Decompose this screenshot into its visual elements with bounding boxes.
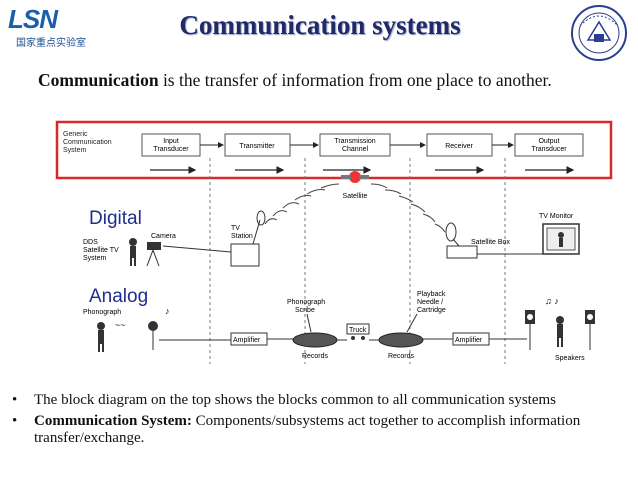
bullet-item-2: • Communication System: Components/subsy… bbox=[10, 413, 630, 447]
block-channel-l1: Transmission bbox=[334, 138, 375, 145]
downlink-waves bbox=[370, 183, 446, 233]
sound-wave-icon: ~~ bbox=[115, 320, 126, 330]
block-output-l2: Transducer bbox=[531, 146, 567, 153]
block-output-l1: Output bbox=[538, 138, 559, 145]
bullet-dot: • bbox=[12, 413, 18, 429]
bullet-2-bold: Communication System: bbox=[34, 413, 192, 429]
bullet-dot: • bbox=[12, 392, 18, 408]
tv-station-label-1: TV bbox=[231, 225, 240, 232]
uplink-waves bbox=[264, 183, 340, 225]
logo-subtitle: 国家重点实验室 bbox=[16, 38, 86, 49]
listener-icon bbox=[556, 316, 564, 347]
bullet-1-text: The block diagram on the top shows the b… bbox=[34, 392, 556, 408]
block-output-transducer bbox=[514, 133, 584, 157]
lab-logo: LSN 国家重点实验室 bbox=[6, 4, 136, 50]
scribe-label-2: Scribe bbox=[295, 307, 315, 314]
intro-text: is the transfer of information from one … bbox=[158, 70, 552, 90]
analog-chain bbox=[159, 323, 527, 348]
block-receiver-l1: Receiver bbox=[445, 143, 473, 150]
intro-paragraph: Communication is the transfer of informa… bbox=[38, 68, 618, 92]
records-label-2: Records bbox=[388, 353, 415, 360]
music-notes-icon: ♫ ♪ bbox=[545, 296, 559, 306]
amplifier-label-1: Amplifier bbox=[233, 337, 261, 344]
tv-monitor-label: TV Monitor bbox=[539, 213, 574, 220]
block-input-l1: Input bbox=[163, 138, 179, 145]
amplifier-label-2: Amplifier bbox=[455, 337, 483, 344]
phonograph-label: Phonograph bbox=[83, 309, 121, 316]
communication-system-diagram: Generic Communication System Input Trans… bbox=[55, 120, 613, 364]
block-diagram-label-2: Communication bbox=[63, 139, 112, 146]
satellite-icon bbox=[341, 171, 369, 183]
records-label-1: Records bbox=[302, 353, 329, 360]
block-diagram-frame bbox=[55, 120, 613, 180]
block-diagram-label-3: System bbox=[63, 147, 87, 154]
block-input-l2: Transducer bbox=[153, 146, 189, 153]
satellite-box-label: Satellite Box bbox=[471, 239, 510, 246]
bullet-item-1: • The block diagram on the top shows the… bbox=[10, 392, 630, 409]
speaking-person-icon bbox=[97, 322, 105, 352]
block-transmitter-l1: Transmitter bbox=[239, 143, 275, 150]
dds-label-2: Satellite TV bbox=[83, 247, 119, 254]
satellite-label: Satellite bbox=[343, 193, 368, 200]
intro-term: Communication bbox=[38, 70, 159, 90]
university-seal-icon bbox=[571, 5, 627, 61]
digital-label: Digital bbox=[89, 208, 142, 229]
tv-monitor-icon bbox=[542, 223, 580, 255]
speakers-label: Speakers bbox=[555, 355, 585, 362]
playback-label-2: Needle / bbox=[417, 299, 443, 306]
block-diagram-label-1: Generic bbox=[63, 131, 88, 138]
satellite-box-icon bbox=[445, 222, 478, 259]
playback-label-3: Cartridge bbox=[417, 307, 446, 314]
speakers-icon bbox=[525, 310, 595, 350]
tv-station-icon bbox=[230, 210, 266, 267]
bullet-list: • The block diagram on the top shows the… bbox=[10, 392, 630, 451]
bullet-2-text: Components/subsystems act together to ac… bbox=[34, 413, 581, 446]
block-channel-l2: Channel bbox=[342, 146, 369, 153]
camera-icon bbox=[146, 242, 161, 267]
tv-station-label-2: Station bbox=[231, 233, 253, 240]
camera-label: Camera bbox=[151, 233, 176, 240]
dds-label-3: System bbox=[83, 255, 107, 262]
page-title: Communication systems bbox=[179, 10, 461, 40]
analog-label: Analog bbox=[89, 286, 148, 307]
music-note-icon: ♪ bbox=[165, 306, 170, 316]
truck-label: Truck bbox=[349, 327, 367, 334]
playback-label-1: Playback bbox=[417, 291, 446, 298]
scribe-label-1: Phonograph bbox=[287, 299, 325, 306]
dds-label-1: DDS bbox=[83, 239, 98, 246]
person-icon bbox=[129, 238, 137, 266]
microphone-icon bbox=[148, 321, 158, 350]
logo-mark: LSN bbox=[8, 4, 58, 34]
